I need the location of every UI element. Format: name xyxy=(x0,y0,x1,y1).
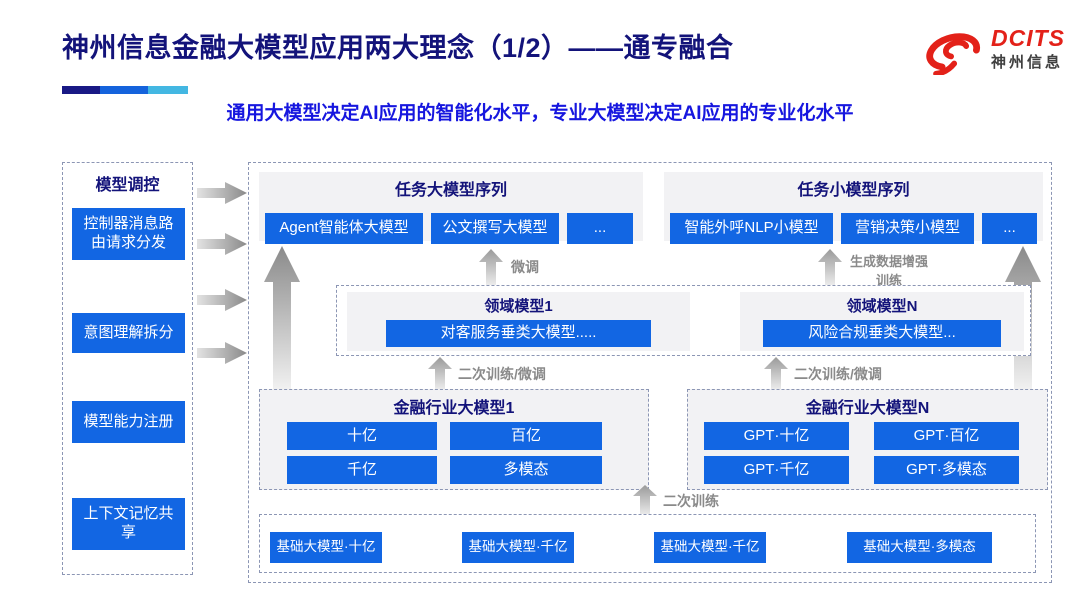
domain-model-n-title: 领域模型N xyxy=(846,298,918,315)
gpt-hundred-billion-model-box: GPT·千亿 xyxy=(704,456,849,484)
retrain-finetune-right-label: 二次训练/微调 xyxy=(794,366,882,382)
industry-model-n-title: 金融行业大模型N xyxy=(805,400,930,417)
logo-brand-name: DCITS xyxy=(991,25,1065,52)
industry-model-1-title: 金融行业大模型1 xyxy=(393,400,515,417)
logo-text: DCITS 神州信息 xyxy=(991,26,1065,71)
customer-service-model-box: 对客服务垂类大模型..... xyxy=(386,320,651,347)
multimodal-model-box: 多模态 xyxy=(450,456,602,484)
up-arrow-icon xyxy=(764,357,788,389)
gpt-billion-model-box: GPT·十亿 xyxy=(704,422,849,450)
base-model-multimodal-box: 基础大模型·多模态 xyxy=(847,532,992,563)
task-small-title: 任务小模型序列 xyxy=(797,182,910,199)
marketing-small-model-box: 营销决策小模型 xyxy=(841,213,974,244)
task-large-row: Agent智能体大模型 公文撰写大模型 ... xyxy=(265,213,633,244)
task-large-model-section: 任务大模型序列 Agent智能体大模型 公文撰写大模型 ... xyxy=(259,172,643,244)
task-large-title: 任务大模型序列 xyxy=(394,182,507,199)
sidebar-item-intent: 意图理解拆分 xyxy=(72,313,185,353)
model-architecture-diagram: 任务大模型序列 Agent智能体大模型 公文撰写大模型 ... 任务小模型序列 … xyxy=(248,162,1052,583)
dcits-logo: DCITS 神州信息 xyxy=(925,20,1065,78)
right-arrow-icon xyxy=(197,182,247,204)
logo-brand-name-cn: 神州信息 xyxy=(991,53,1064,71)
agent-large-model-box: Agent智能体大模型 xyxy=(265,213,423,244)
base-models-section: 基础大模型·十亿 基础大模型·千亿 基础大模型·千亿 基础大模型·多模态 xyxy=(259,514,1036,573)
outbound-nlp-small-model-box: 智能外呼NLP小模型 xyxy=(670,213,833,244)
industry-model-n-section: 金融行业大模型N GPT·十亿 GPT·百亿 GPT·千亿 GPT·多模态 xyxy=(687,389,1048,490)
model-control-panel: 模型调控 控制器消息路由请求分发 意图理解拆分 模型能力注册 上下文记忆共享 xyxy=(62,162,193,575)
up-arrow-icon xyxy=(633,485,657,515)
sidebar-item-router: 控制器消息路由请求分发 xyxy=(72,208,185,260)
gpt-ten-billion-model-box: GPT·百亿 xyxy=(874,422,1019,450)
task-large-ellipsis-box: ... xyxy=(567,213,633,244)
tall-up-arrow-icon xyxy=(264,246,300,391)
domain-models-section: 领域模型1 对客服务垂类大模型..... 领域模型N 风险合规垂类大模型... xyxy=(336,285,1031,356)
retrain-finetune-left-label: 二次训练/微调 xyxy=(458,366,546,382)
right-arrow-icon xyxy=(197,342,247,364)
up-arrow-icon xyxy=(818,249,842,285)
task-small-model-section: 任务小模型序列 智能外呼NLP小模型 营销决策小模型 ... xyxy=(664,172,1043,244)
augmented-training-label: 生成数据增强训练 xyxy=(849,254,928,288)
base-model-hundred-billion-box: 基础大模型·千亿 xyxy=(462,532,574,563)
up-arrow-icon xyxy=(479,249,503,285)
dcits-swirl-icon xyxy=(926,33,981,75)
base-model-hundred-billion-box-2: 基础大模型·千亿 xyxy=(654,532,766,563)
accent-navy-segment xyxy=(62,86,100,94)
gpt-multimodal-model-box: GPT·多模态 xyxy=(874,456,1019,484)
task-small-ellipsis-box: ... xyxy=(982,213,1037,244)
right-arrow-icon xyxy=(197,233,247,255)
domain-model-1-title: 领域模型1 xyxy=(484,298,553,315)
accent-bar xyxy=(62,86,188,94)
ten-billion-model-box: 百亿 xyxy=(450,422,602,450)
hundred-billion-model-box: 千亿 xyxy=(287,456,437,484)
sidebar-item-registry: 模型能力注册 xyxy=(72,401,185,443)
accent-cyan-segment xyxy=(148,86,188,94)
slide-subtitle: 通用大模型决定AI应用的智能化水平，专业大模型决定AI应用的专业化水平 xyxy=(226,103,854,124)
accent-blue-segment xyxy=(100,86,148,94)
retrain-label: 二次训练 xyxy=(663,493,719,509)
doc-writing-large-model-box: 公文撰写大模型 xyxy=(431,213,559,244)
page-title: 神州信息金融大模型应用两大理念（1/2）——通专融合 xyxy=(62,33,734,63)
base-model-billion-box: 基础大模型·十亿 xyxy=(270,532,382,563)
task-small-row: 智能外呼NLP小模型 营销决策小模型 ... xyxy=(670,213,1037,244)
up-arrow-icon xyxy=(428,357,452,389)
risk-compliance-model-box: 风险合规垂类大模型... xyxy=(763,320,1001,347)
model-control-title: 模型调控 xyxy=(95,177,160,194)
domain-model-n: 领域模型N 风险合规垂类大模型... xyxy=(740,292,1024,351)
billion-model-box: 十亿 xyxy=(287,422,437,450)
right-arrow-icon xyxy=(197,289,247,311)
sidebar-item-context: 上下文记忆共享 xyxy=(72,498,185,550)
domain-model-1: 领域模型1 对客服务垂类大模型..... xyxy=(347,292,690,351)
industry-model-1-section: 金融行业大模型1 十亿 百亿 千亿 多模态 xyxy=(259,389,649,490)
finetune-label: 微调 xyxy=(511,259,539,275)
